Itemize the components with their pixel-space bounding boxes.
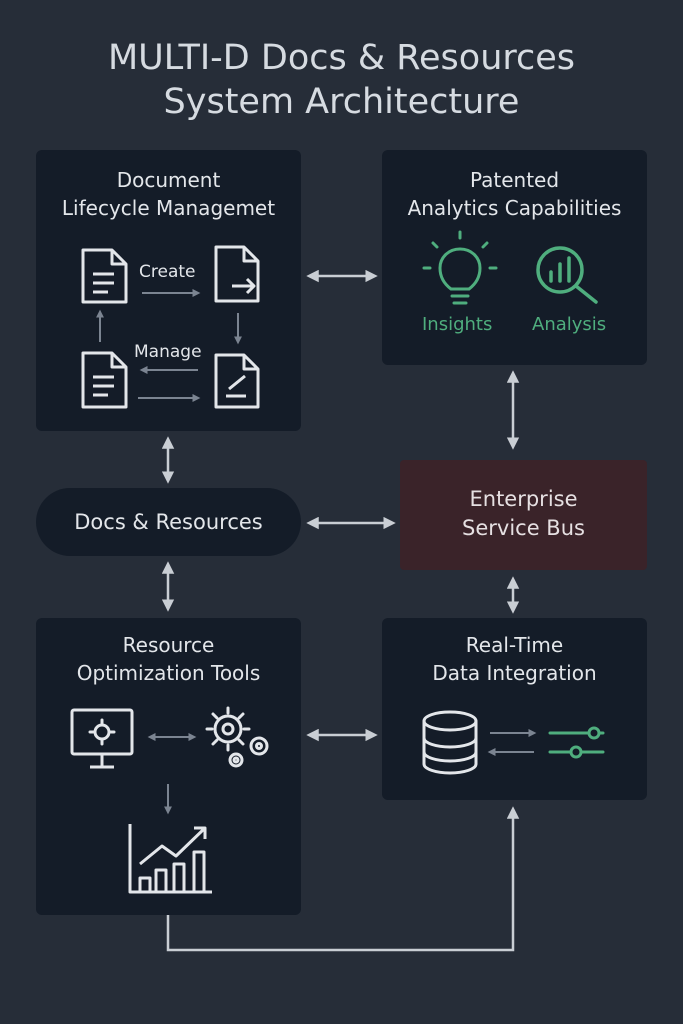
gears-icon	[205, 706, 269, 768]
resource-flow-arrows	[147, 733, 197, 815]
analytics-box[interactable]: Patented Analytics Capabilities Insights…	[382, 150, 647, 365]
document-icon	[81, 351, 128, 409]
realtime-title: Real-Time Data Integration	[382, 631, 647, 687]
monitor-gear-icon	[70, 708, 134, 769]
document-lifecycle-title-2: Lifecycle Managemet	[61, 196, 276, 220]
lightbulb-icon	[422, 230, 498, 305]
document-export-icon	[214, 245, 260, 303]
analytics-title-1: Patented	[469, 168, 560, 192]
create-label: Create	[139, 262, 196, 282]
analytics-title: Patented Analytics Capabilities	[382, 166, 647, 222]
connectors	[161, 269, 520, 952]
manage-label: Manage	[134, 342, 202, 362]
analysis-label: Analysis	[532, 314, 607, 335]
realtime-integration-box[interactable]: Real-Time Data Integration	[382, 618, 647, 800]
connector-resource-feedback	[166, 806, 520, 952]
insights-label: Insights	[422, 314, 493, 335]
document-icon	[81, 248, 128, 304]
document-lifecycle-title: Document Lifecycle Managemet	[36, 166, 301, 222]
lifecycle-flow-arrows	[96, 289, 242, 402]
document-lifecycle-title-1: Document	[116, 168, 221, 192]
realtime-title-2: Data Integration	[432, 661, 597, 685]
docs-resources-node[interactable]: Docs & Resources	[36, 488, 301, 556]
enterprise-service-bus-node[interactable]: Enterprise Service Bus	[400, 460, 647, 570]
title-line-2: System Architecture	[163, 82, 520, 122]
resource-optimization-title: Resource Optimization Tools	[36, 631, 301, 687]
resource-optimization-title-2: Optimization Tools	[76, 661, 261, 685]
service-bus-line-2: Service Bus	[462, 516, 585, 540]
page-title: MULTI-D Docs & Resources System Architec…	[0, 36, 683, 124]
analytics-title-2: Analytics Capabilities	[407, 196, 622, 220]
sliders-icon	[548, 726, 605, 759]
resource-optimization-box[interactable]: Resource Optimization Tools	[36, 618, 301, 915]
database-icon	[422, 710, 478, 775]
document-edit-icon	[214, 353, 260, 409]
realtime-flow-arrows	[487, 729, 537, 756]
service-bus-line-1: Enterprise	[469, 487, 578, 511]
realtime-title-1: Real-Time	[465, 633, 564, 657]
magnifier-chart-icon	[536, 246, 598, 304]
title-line-1: MULTI-D Docs & Resources	[107, 38, 576, 78]
bar-chart-trend-icon	[128, 824, 212, 894]
resource-optimization-title-1: Resource	[122, 633, 215, 657]
